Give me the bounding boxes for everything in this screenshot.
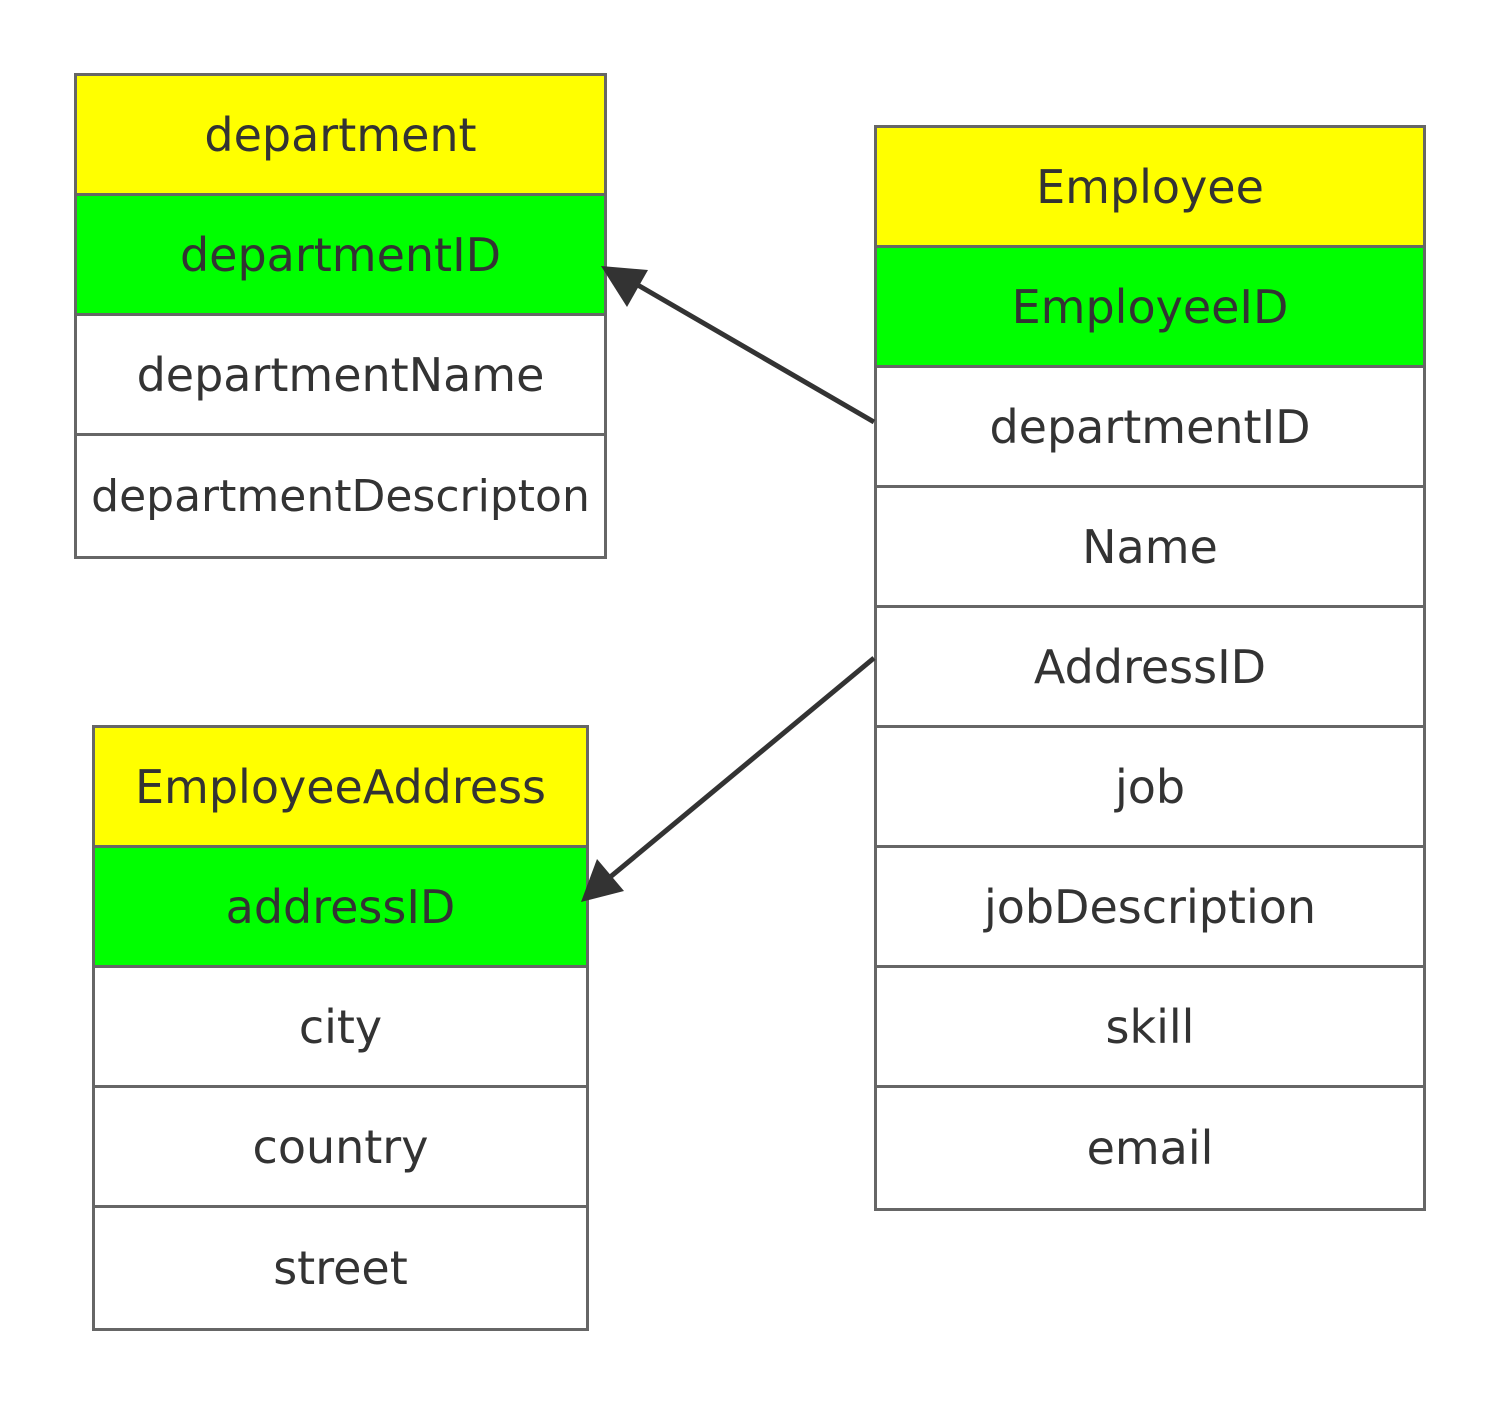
department-primary-key: departmentID <box>77 196 604 316</box>
department-field: departmentDescripton <box>91 470 590 522</box>
employee-field: departmentID <box>877 368 1423 488</box>
employee-field: jobDescription <box>877 848 1423 968</box>
address-table-header: EmployeeAddress <box>95 728 586 848</box>
employee-field: skill <box>877 968 1423 1088</box>
employee-primary-key: EmployeeID <box>877 248 1423 368</box>
employee-address-table: EmployeeAddress addressID city country s… <box>92 725 589 1331</box>
employee-table: Employee EmployeeID departmentID Name Ad… <box>874 125 1426 1211</box>
relation-arrow-department <box>634 281 876 425</box>
department-field: departmentName <box>77 316 604 436</box>
relation-arrow-address <box>607 656 876 880</box>
employee-field: AddressID <box>877 608 1423 728</box>
department-table-header: department <box>77 76 604 196</box>
address-field: street <box>273 1241 408 1295</box>
employee-field: job <box>877 728 1423 848</box>
employee-table-header: Employee <box>877 128 1423 248</box>
address-field: city <box>95 968 586 1088</box>
address-primary-key: addressID <box>95 848 586 968</box>
employee-field: Name <box>877 488 1423 608</box>
relation-arrowhead-department <box>601 266 648 307</box>
employee-field: email <box>1086 1121 1214 1175</box>
department-table: department departmentID departmentName d… <box>74 73 607 559</box>
address-field: country <box>95 1088 586 1208</box>
